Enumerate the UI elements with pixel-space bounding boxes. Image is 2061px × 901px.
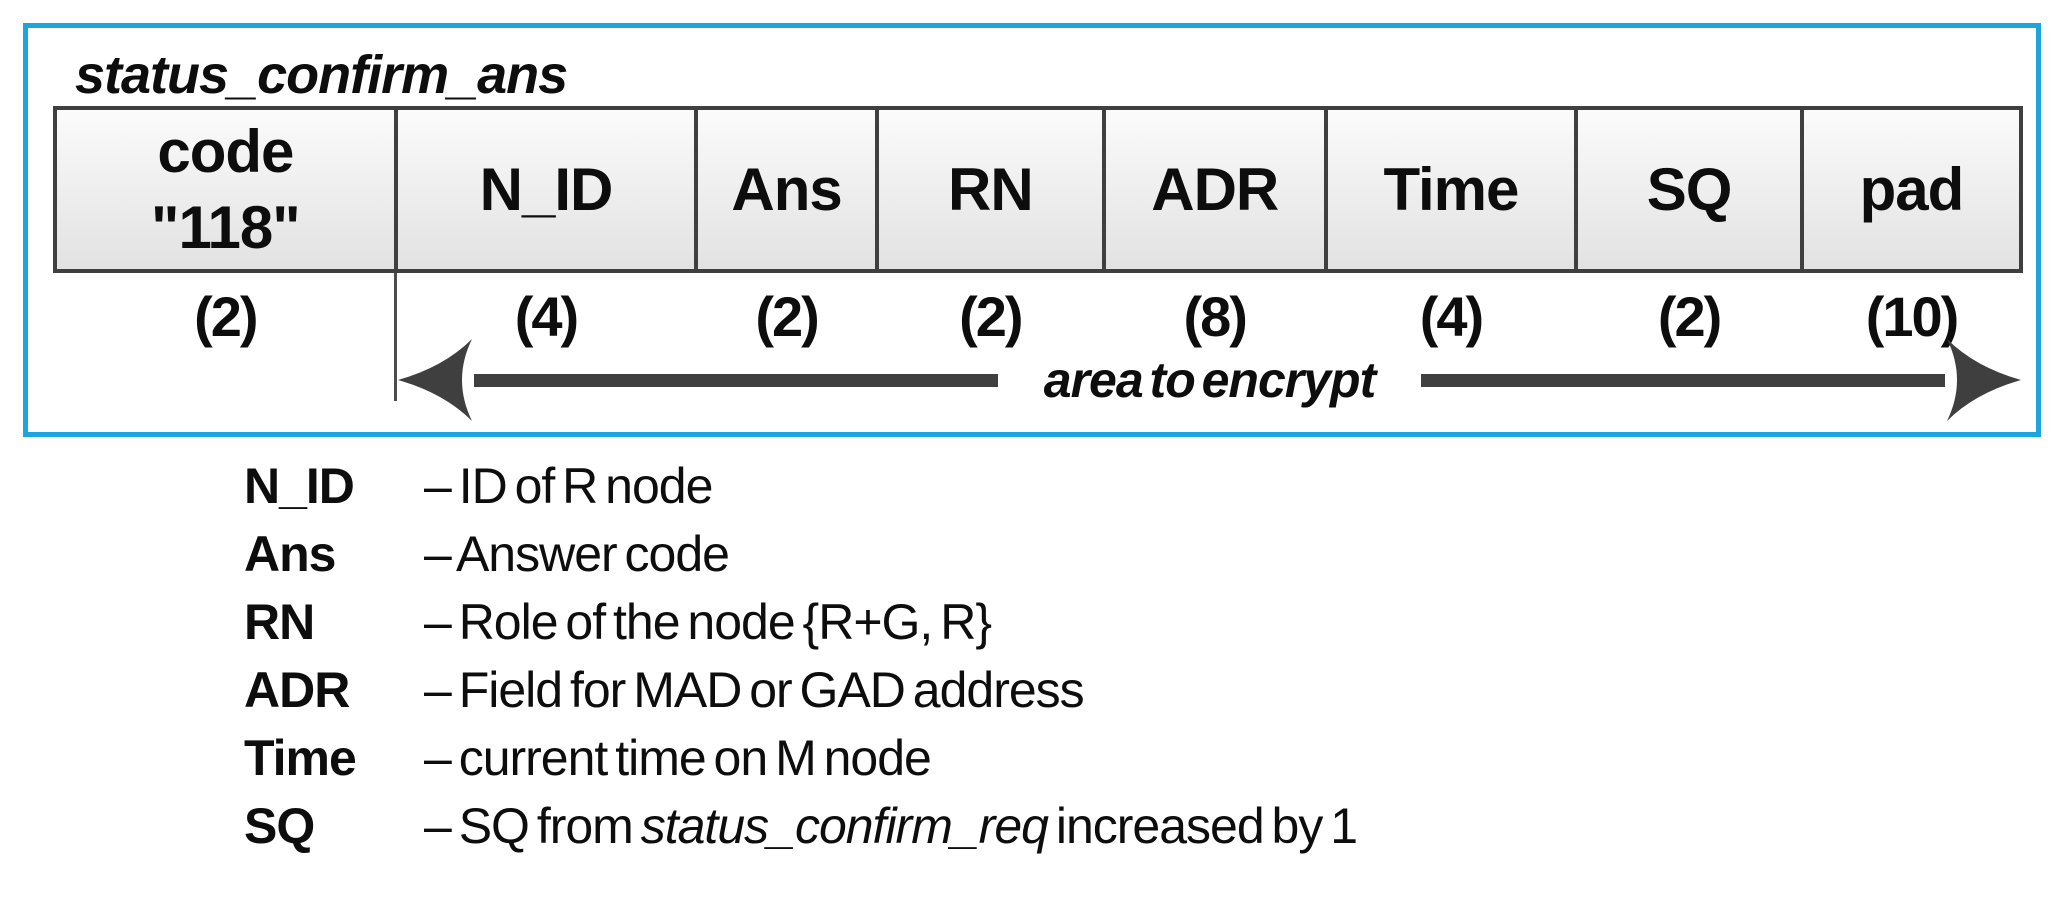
legend-term-rn: RN (244, 594, 315, 650)
field-cell-ans: Ans (694, 110, 875, 269)
legend-desc-sq-italic: status_confirm_req (640, 798, 1049, 854)
field-cell-nid: N_ID (393, 110, 695, 269)
field-legend: N_ID – ID of R node Ans – Answer code RN… (244, 452, 1358, 860)
field-label-rn: RN (948, 155, 1034, 223)
legend-row-ans: Ans – Answer code (244, 520, 1357, 588)
legend-desc-sq: – SQ from status_confirm_req increased b… (424, 797, 1358, 855)
legend-term-time: Time (244, 730, 357, 786)
field-cell-sq: SQ (1574, 110, 1800, 269)
size-label-code: (2) (194, 285, 258, 348)
legend-desc-rn: – Role of the node {R+G, R} (424, 594, 992, 650)
field-cell-time: Time (1323, 110, 1575, 269)
encrypt-boundary-tick (394, 273, 397, 401)
field-size-row: (2) (4) (2) (2) (8) (4) (2) (10) (53, 280, 2023, 348)
legend-row-time: Time – current time on M node (244, 724, 1357, 792)
encrypt-area-label: area to encrypt (1043, 352, 1376, 408)
packet-name-title: status_confirm_ans (75, 45, 568, 105)
arrow-left-head-icon (398, 339, 472, 421)
field-label-nid: N_ID (479, 155, 614, 223)
size-label-rn: (2) (959, 285, 1023, 348)
field-label-ans: Ans (731, 155, 842, 223)
field-cell-rn: RN (874, 110, 1102, 269)
encrypt-area-arrow: area to encrypt (396, 337, 2023, 423)
legend-row-nid: N_ID – ID of R node (244, 452, 1357, 520)
arrow-shaft-right (1421, 373, 1946, 387)
legend-desc-nid: – ID of R node (424, 458, 713, 514)
size-label-nid: (4) (514, 285, 579, 348)
legend-term-adr: ADR (244, 662, 350, 718)
field-label-adr: ADR (1151, 155, 1279, 223)
legend-term-sq: SQ (244, 798, 315, 854)
field-cell-code: code "118" (57, 110, 394, 269)
legend-term-nid: N_ID (244, 458, 355, 514)
arrow-right-head-icon (1947, 339, 2022, 421)
field-label-code: code (157, 117, 294, 185)
field-label-time: Time (1383, 155, 1519, 223)
legend-row-sq: SQ – SQ from status_confirm_req increase… (244, 792, 1358, 860)
size-label-sq: (2) (1657, 285, 1722, 348)
legend-desc-adr: – Field for MAD or GAD address (424, 662, 1085, 718)
field-label-sq: SQ (1646, 155, 1733, 223)
legend-row-rn: RN – Role of the node {R+G, R} (244, 588, 1357, 656)
size-label-adr: (8) (1183, 285, 1248, 348)
field-cell-pad: pad (1800, 110, 2019, 269)
size-label-time: (4) (1419, 285, 1484, 348)
arrow-shaft-left (474, 373, 998, 387)
size-label-ans: (2) (755, 285, 819, 348)
legend-row-adr: ADR – Field for MAD or GAD address (244, 656, 1357, 724)
field-cell-adr: ADR (1101, 110, 1324, 269)
legend-desc-ans: – Answer code (424, 526, 730, 582)
field-label-pad: pad (1859, 155, 1965, 223)
legend-desc-time: – current time on M node (424, 730, 932, 786)
legend-desc-sq-post: increased by 1 (1047, 798, 1358, 854)
packet-field-table: code "118" N_ID Ans RN ADR Time SQ pad (53, 106, 2023, 273)
field-value-code: "118" (151, 193, 301, 261)
size-label-pad: (10) (1865, 285, 1960, 348)
legend-term-ans: Ans (244, 526, 336, 582)
legend-desc-sq-pre: – SQ from (424, 798, 641, 854)
